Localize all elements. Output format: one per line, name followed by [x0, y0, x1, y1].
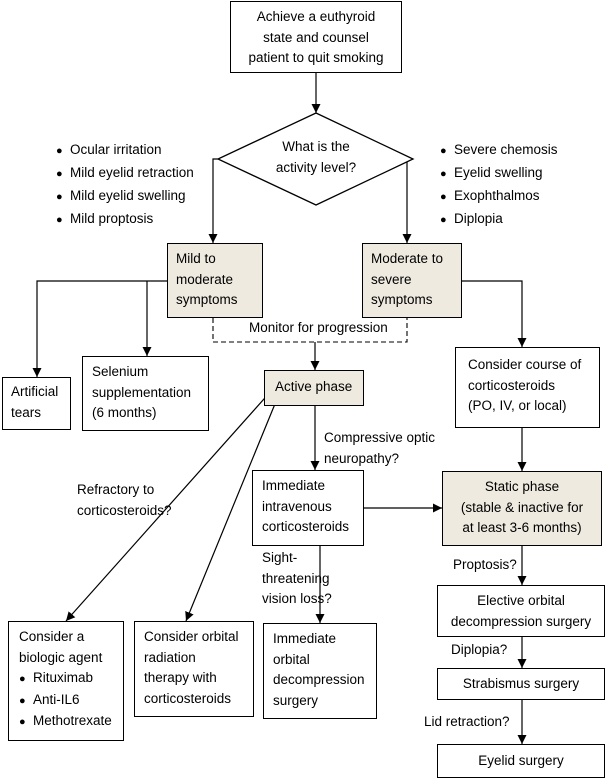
static-line: Static phase: [484, 479, 560, 494]
arrow-decision-to-severe: [402, 158, 413, 243]
bullet-icon: ●: [19, 673, 26, 685]
severe-line: severe: [371, 271, 412, 287]
start-line: patient to quit smoking: [248, 50, 384, 65]
steroid-line: corticosteroids: [468, 377, 556, 393]
static-phase-box: Static phase (stable & inactive for at l…: [442, 471, 602, 546]
steroid-line: Consider course of: [468, 357, 582, 372]
selenium-line: (6 months): [92, 405, 157, 420]
list-item: ●Eyelid swelling: [440, 162, 558, 185]
iv-line: corticosteroids: [262, 519, 350, 534]
iv-steroids-box: Immediate intravenous corticosteroids: [252, 470, 364, 546]
steroid-course-box: Consider course of corticosteroids (PO, …: [455, 347, 600, 428]
severe-symptoms-box: Moderate to severe symptoms: [362, 243, 462, 318]
proptosis-label: Proptosis?: [453, 557, 517, 572]
start-box: Achieve a euthyroid state and counsel pa…: [230, 1, 402, 73]
elective-line: decompression surgery: [450, 613, 592, 629]
eyelid-surgery-box: Eyelid surgery: [437, 744, 605, 778]
immediate-decompression-box: Immediate orbital decompression surgery: [263, 623, 377, 719]
steroid-line: (PO, IV, or local): [468, 398, 567, 413]
monitor-dashed-bracket: [212, 318, 408, 343]
active-phase-label: Active phase: [275, 379, 353, 394]
bullet-icon: ●: [56, 214, 63, 226]
bullet-icon: ●: [440, 168, 447, 180]
list-item: ●Mild proptosis: [56, 208, 194, 231]
diplopia-label: Diplopia?: [451, 642, 508, 657]
active-phase-box: Active phase: [264, 370, 364, 406]
radiation-line: therapy with: [144, 670, 217, 685]
artificial-tears-box: Artificial tears: [2, 377, 71, 430]
tears-line: tears: [11, 404, 42, 420]
lid-retraction-label: Lid retraction?: [424, 714, 510, 729]
mild-signs-list: ●Ocular irritation ●Mild eyelid retracti…: [56, 139, 194, 231]
decision-diamond: [216, 112, 415, 206]
radiation-therapy-box: Consider orbital radiation therapy with …: [134, 621, 254, 717]
biologic-title: Consider a: [19, 629, 85, 644]
iv-line: Immediate: [262, 478, 326, 493]
biologic-title: biologic agent: [19, 649, 103, 665]
compressive-label: Compressive optic neuropathy?: [324, 430, 436, 466]
bullet-icon: ●: [19, 694, 26, 707]
radiation-line: radiation: [144, 649, 196, 665]
sight-threatening-label: Sight- threatening vision loss?: [262, 550, 332, 606]
bullet-icon: ●: [56, 191, 63, 203]
mild-symptoms-box: Mild to moderate symptoms: [167, 243, 263, 318]
arrow-mild-to-tears: [32, 280, 167, 377]
selenium-line: Selenium: [92, 364, 149, 379]
selenium-line: supplementation: [92, 384, 192, 400]
arrow-active-to-biologic: [65, 389, 273, 622]
monitor-label: Monitor for progression: [246, 318, 391, 339]
decompression-line: decompression: [273, 672, 365, 687]
list-item: ●Mild eyelid swelling: [56, 185, 194, 208]
list-item: ●Diplopia: [440, 208, 558, 231]
bullet-icon: ●: [56, 145, 63, 157]
severe-line: symptoms: [371, 292, 433, 307]
strabismus-box: Strabismus surgery: [437, 668, 605, 700]
selenium-box: Selenium supplementation (6 months): [82, 356, 209, 431]
tears-line: Artificial: [11, 384, 59, 399]
list-item: ●Mild eyelid retraction: [56, 162, 194, 185]
radiation-line: Consider orbital: [144, 629, 239, 644]
severe-signs-list: ●Severe chemosis ●Eyelid swelling ●Exoph…: [440, 139, 558, 231]
bullet-icon: ●: [56, 168, 63, 180]
list-item: ●Methotrexate: [19, 711, 123, 733]
strabismus-label: Strabismus surgery: [462, 676, 580, 691]
arrow-active-to-radiation: [185, 398, 278, 622]
static-line: at least 3-6 months): [462, 520, 582, 535]
bullet-icon: ●: [440, 214, 447, 226]
bullet-icon: ●: [440, 145, 447, 157]
iv-line: intravenous: [262, 498, 332, 514]
decompression-line: Immediate: [273, 631, 337, 646]
bullet-icon: ●: [19, 716, 26, 728]
static-line: (stable & inactive for: [460, 499, 584, 515]
start-line: Achieve a euthyroid: [256, 9, 376, 24]
list-item: ●Ocular irritation: [56, 139, 194, 162]
eyelid-label: Eyelid surgery: [478, 753, 564, 768]
radiation-line: corticosteroids: [144, 690, 232, 706]
list-item: ●Rituximab: [19, 668, 123, 690]
arrow-decision-to-mild: [208, 158, 218, 243]
arrow-severe-to-steroids: [462, 280, 527, 347]
mild-line: Mild to: [176, 251, 216, 266]
start-line: state and counsel: [263, 29, 369, 45]
mild-line: moderate: [176, 271, 234, 287]
decision-text: What is the activity level?: [246, 137, 386, 178]
elective-surgery-box: Elective orbital decompression surgery: [437, 585, 605, 637]
bullet-icon: ●: [440, 191, 447, 203]
refractory-label: Refractory to corticosteroids?: [77, 482, 172, 518]
decision-line: What is the: [282, 139, 350, 154]
elective-line: Elective orbital: [477, 593, 565, 608]
decompression-line: orbital: [273, 651, 310, 667]
list-item: ●Severe chemosis: [440, 139, 558, 162]
mild-line: symptoms: [176, 292, 238, 307]
decompression-line: surgery: [273, 692, 319, 708]
list-item: ●Anti-IL6: [19, 690, 123, 712]
decision-line: activity level?: [275, 159, 357, 175]
list-item: ●Exophthalmos: [440, 185, 558, 208]
severe-line: Moderate to: [371, 251, 444, 266]
biologic-agent-box: Consider a biologic agent ●Rituximab ●An…: [8, 621, 124, 741]
